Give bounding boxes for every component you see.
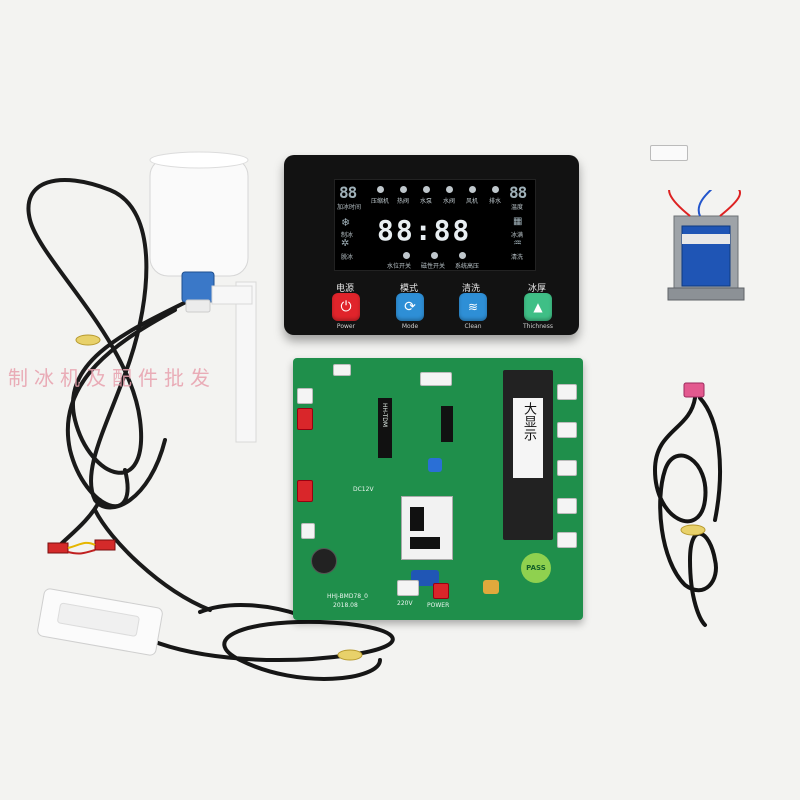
watermark: 制冰机及配件批发 <box>8 366 216 390</box>
level-sensor-cable <box>148 603 395 681</box>
circuit-board: HH-TDM DC12V 大显示 PASS HHJ-BMD78_0 2018.0… <box>293 358 583 620</box>
white-connector <box>557 498 577 514</box>
relay-label: 大显示 <box>521 402 536 441</box>
relay-terminal <box>410 507 424 531</box>
relay-terminal <box>410 537 440 549</box>
ice-release-icon: ✲ <box>341 238 350 249</box>
red-connector <box>94 539 116 551</box>
right-digits: 88 <box>509 183 527 202</box>
date-label: 2018.08 <box>333 602 358 609</box>
bottom-label: 水位开关 <box>387 263 412 270</box>
left-digits: 88 <box>339 183 357 202</box>
chip-label: HH-TDM <box>381 403 388 428</box>
red-connector <box>433 583 449 599</box>
indicator-dot <box>431 252 438 259</box>
right-label: 温度 <box>511 204 524 211</box>
side-right-label: 清洗 <box>511 254 524 261</box>
flat-level-sensor <box>37 588 163 656</box>
red-connector <box>47 542 69 554</box>
capacitor-yellow <box>483 580 499 594</box>
indicator-dot <box>403 252 410 259</box>
button-label-thickness: 冰厚 <box>528 284 547 294</box>
probe-tip <box>683 382 705 398</box>
cable-tie <box>75 334 101 346</box>
side-right-label: 冰满 <box>511 232 524 239</box>
pass-sticker: PASS <box>521 553 551 583</box>
dc-label: DC12V <box>353 486 374 493</box>
status-label: 排水 <box>489 198 502 205</box>
side-left-label: 脱冰 <box>341 254 354 261</box>
white-connector <box>557 422 577 438</box>
indicator-dot <box>423 186 430 193</box>
control-panel: 88 加冰时间 88 温度 压缩机 热阀 水泵 水阀 风机 排水 ❄ 制冰 ✲ … <box>284 155 579 335</box>
indicator-dot <box>446 186 453 193</box>
status-label: 热阀 <box>397 198 410 205</box>
power-button[interactable]: ⏻ <box>332 293 360 321</box>
float-switch <box>149 151 257 443</box>
main-digits: 88:88 <box>377 214 472 247</box>
white-connector <box>397 580 419 596</box>
potentiometer <box>428 458 442 472</box>
mode-button[interactable]: ⟳ <box>396 293 424 321</box>
bottom-label: 磁性开关 <box>421 263 446 270</box>
side-left-label: 制冰 <box>341 232 354 239</box>
indicator-dot <box>459 252 466 259</box>
cable-tie <box>680 524 706 536</box>
white-connector <box>557 460 577 476</box>
indicator-dot <box>492 186 499 193</box>
power-button-caption: Power <box>336 323 356 330</box>
triangle-icon: ▲ <box>533 300 543 314</box>
transformer-connector <box>650 145 688 161</box>
pass-label: PASS <box>526 564 546 572</box>
capacitor <box>311 548 337 574</box>
transformer <box>660 183 752 310</box>
snowflake-icon: ❄ <box>341 216 351 229</box>
power-relay <box>401 496 453 560</box>
model-label: HHJ-BMD78_0 <box>327 593 368 600</box>
status-label: 水阀 <box>443 198 456 205</box>
button-label-clean: 清洗 <box>462 284 481 294</box>
power-label: POWER <box>427 602 450 609</box>
clean-button-caption: Clean <box>464 323 482 330</box>
button-label-mode: 模式 <box>400 284 419 294</box>
cycle-icon: ⟳ <box>404 299 416 315</box>
thickness-button-caption: Thichness <box>523 323 553 330</box>
white-connector <box>557 384 577 400</box>
ac-label: 220V <box>397 600 413 607</box>
mode-button-caption: Mode <box>401 323 419 330</box>
lcd-screen: 88 加冰时间 88 温度 压缩机 热阀 水泵 水阀 风机 排水 ❄ 制冰 ✲ … <box>334 179 536 271</box>
red-connector <box>297 480 313 502</box>
faucet-icon: ♒ <box>513 238 522 249</box>
clean-button[interactable]: ≋ <box>459 293 487 321</box>
indicator-dot <box>377 186 384 193</box>
left-label: 加冰时间 <box>337 204 362 211</box>
white-connector <box>420 372 452 386</box>
ic-chip <box>441 406 453 442</box>
red-connector <box>297 408 313 430</box>
relay-sticker: 大显示 <box>513 398 543 478</box>
ice-full-icon: ▦ <box>513 216 523 227</box>
float-switch-cable <box>26 178 212 612</box>
white-connector <box>301 523 315 539</box>
cable-tie <box>337 649 363 661</box>
indicator-dot <box>400 186 407 193</box>
button-label-power: 电源 <box>336 284 355 294</box>
power-icon: ⏻ <box>340 299 352 315</box>
clean-icon: ≋ <box>467 300 479 314</box>
ic-chip <box>378 398 392 458</box>
white-connector <box>297 388 313 404</box>
white-connector <box>333 364 351 376</box>
temperature-probe-cable <box>652 396 722 627</box>
status-label: 压缩机 <box>371 198 390 205</box>
white-connector <box>557 532 577 548</box>
status-label: 风机 <box>466 198 479 205</box>
status-label: 水泵 <box>420 198 433 205</box>
bottom-label: 系统高压 <box>455 263 480 270</box>
indicator-dot <box>469 186 476 193</box>
thickness-button[interactable]: ▲ <box>524 293 552 321</box>
